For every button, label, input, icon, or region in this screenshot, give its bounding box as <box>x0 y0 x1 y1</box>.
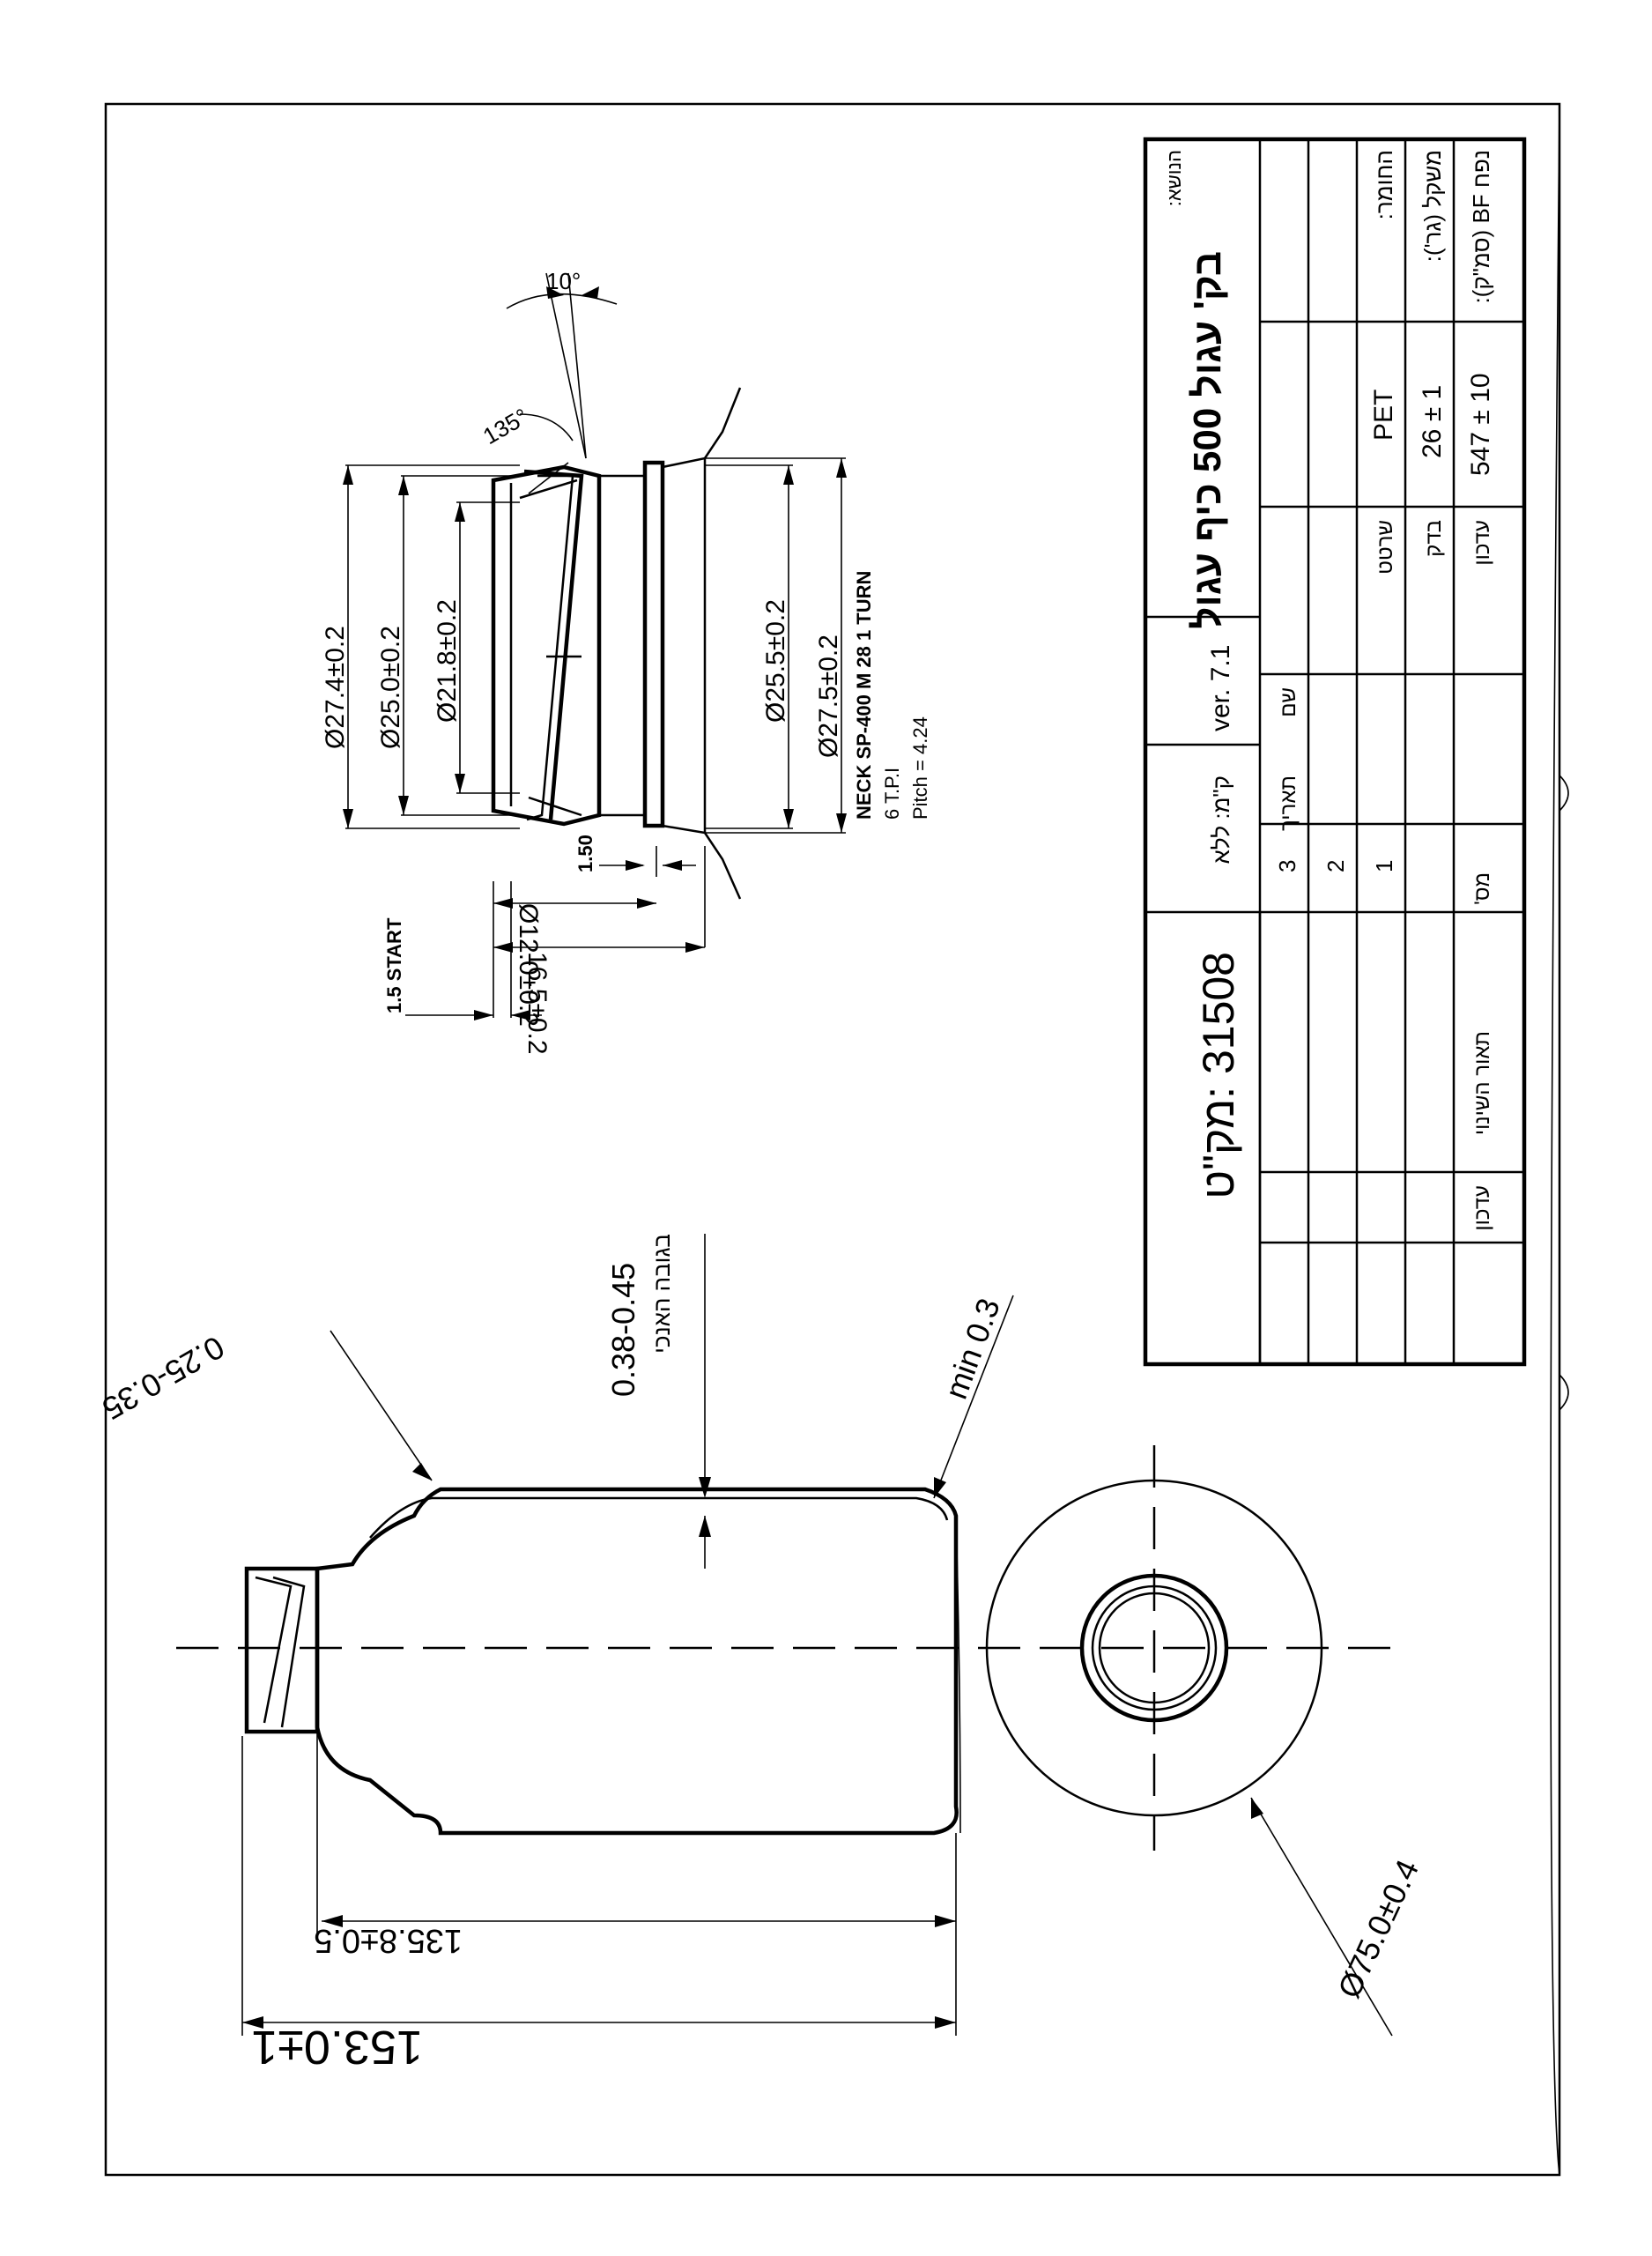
angle-10: 10° <box>546 268 581 294</box>
neck-spec-3: Pitch = 4.24 <box>909 716 931 820</box>
tb-volume-label: נפח BF (סמ"ק): <box>1468 150 1494 304</box>
dim-d275: Ø27.5±0.2 <box>814 634 843 758</box>
tb-material: PET <box>1369 390 1398 441</box>
angle-135: 135° <box>478 403 533 449</box>
tb-weight: 26 ± 1 <box>1418 385 1447 458</box>
tb-updated-label: עדכון <box>1471 520 1494 566</box>
dim-d255: Ø25.5±0.2 <box>761 599 790 723</box>
tb-rev-3: 3 <box>1274 860 1300 872</box>
dim-diameter: Ø75.0±0.4 <box>1330 1854 1426 2003</box>
dim-d250: Ø25.0±0.2 <box>376 626 405 749</box>
dim-base-wall: min 0.3 <box>937 1294 1007 1404</box>
tb-volume: 547 ± 10 <box>1466 373 1495 476</box>
dim-body-height: 135.8±0.5 <box>314 1922 463 1959</box>
tb-rev-update-label: עדכון <box>1471 1185 1494 1231</box>
dim-150: 1.50 <box>574 835 596 872</box>
title-block <box>1143 137 1527 1367</box>
dim-d218: Ø21.8±0.2 <box>433 599 462 723</box>
dim-wall: 0.38-0.45 <box>605 1263 641 1397</box>
neck-spec-1: NECK SP-400 M 28 1 TURN <box>853 571 875 820</box>
tb-drawn-label: שרטט <box>1374 520 1397 575</box>
tb-rev-1: 1 <box>1371 860 1397 872</box>
tb-version: ver. 7.1 <box>1206 645 1235 731</box>
tb-material-label: החומר: <box>1371 150 1397 219</box>
tb-rev-2: 2 <box>1322 860 1349 872</box>
neck-spec-2: 6 T.P.I <box>881 768 903 820</box>
tb-catalog: 31508 :מק"ט <box>1194 952 1243 1199</box>
bottle-side-view <box>176 1487 1401 1836</box>
tb-checked-label: בדק <box>1422 520 1446 557</box>
tb-subject-label: הנושא: <box>1163 150 1185 206</box>
bottle-bottom-view <box>985 1445 1323 1851</box>
dim-d274: Ø27.4±0.2 <box>321 626 350 749</box>
tb-scale: ק"מ: ללא <box>1208 776 1234 865</box>
tb-subject: בק' עגול 500 כיף עגול <box>1186 251 1229 629</box>
dim-shoulder-wall: 0.25-0.35 <box>96 1329 230 1428</box>
tb-name-col: שם <box>1277 687 1300 717</box>
dim-total-height: 153.0±1 <box>251 2021 423 2074</box>
sheet-border <box>104 102 1561 2177</box>
tb-rev-no-label: מס' <box>1471 872 1494 905</box>
dim-wall-note: בגובה האנכי <box>648 1234 675 1354</box>
tb-rev-desc-label: תאור השינוי <box>1471 1031 1494 1135</box>
tb-date-col: תאריך <box>1277 776 1300 831</box>
dim-h120: Ø12.0±0.2 <box>514 903 543 1027</box>
dim-h165: 16.5±0.2 <box>522 952 552 1055</box>
neck-detail <box>343 272 847 1020</box>
tb-weight-label: משקל (גר'): <box>1419 150 1446 262</box>
dim-start: 1.5 START <box>383 917 405 1013</box>
